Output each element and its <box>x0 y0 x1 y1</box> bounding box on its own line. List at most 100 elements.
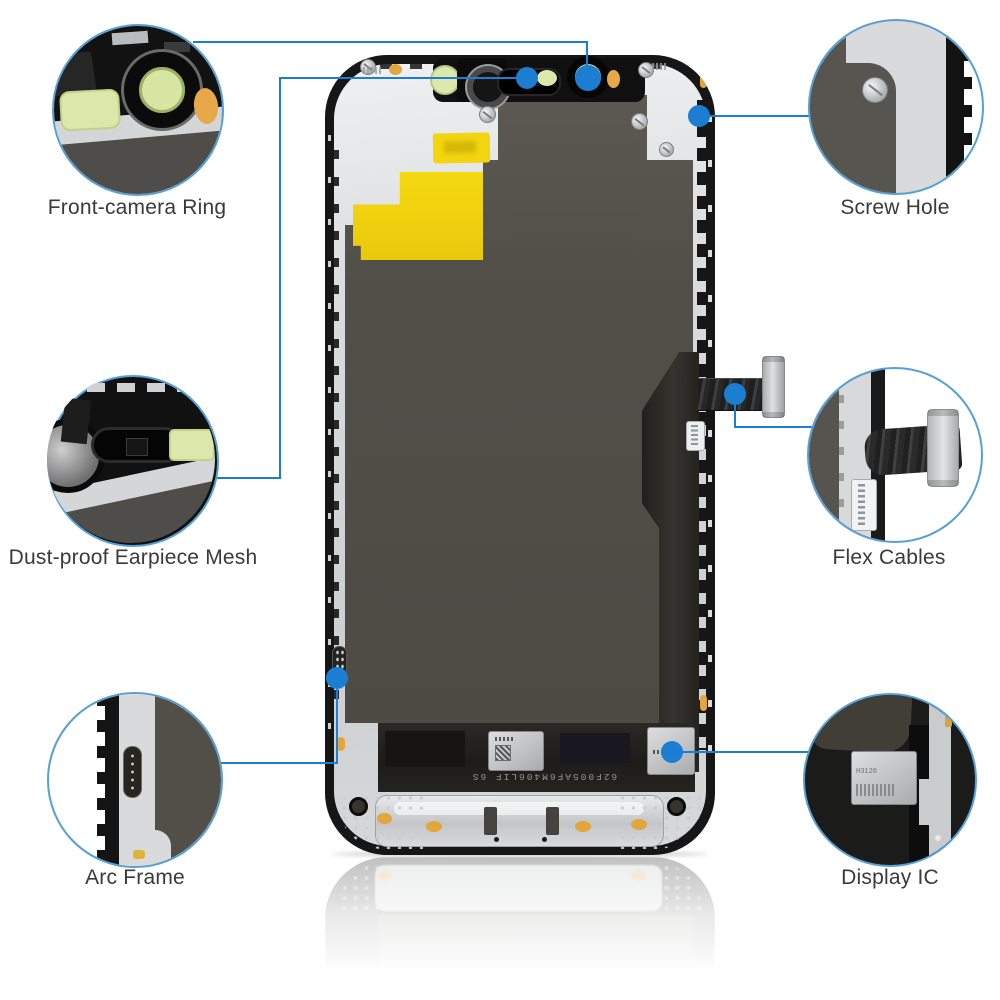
arc-frame-speaker-slot-zoom <box>123 746 142 798</box>
callout-line-arc-v <box>336 678 338 764</box>
adhesive-pad <box>575 821 591 832</box>
strip-dark-block <box>560 733 630 763</box>
zoom-art-silver-step <box>919 779 933 825</box>
zoom-art-yellow-pad <box>945 715 952 727</box>
callout-line-front-camera-h <box>193 41 588 43</box>
bottom-metal-bracket <box>375 795 664 847</box>
bracket-clip <box>484 807 497 835</box>
screw-slot <box>641 66 651 75</box>
screw-slot <box>662 146 671 154</box>
callout-line-flex-v <box>734 394 736 428</box>
screw-hole-bottom-right <box>667 797 686 816</box>
zoom-art-yellow-pad <box>133 850 145 859</box>
etched-stamp <box>652 63 668 70</box>
earpiece-mesh-insert <box>126 438 148 456</box>
zoom-art-silver-corner <box>119 830 171 866</box>
display-ic-chip-zoom: H3126 <box>851 751 917 805</box>
screw-slot <box>634 117 645 126</box>
reflection-fade <box>325 857 715 1000</box>
speaker-slot-holes <box>335 649 344 677</box>
earpiece-circle-art-holder <box>47 375 215 543</box>
kapton-sticker-small <box>432 132 491 164</box>
bracket-rivet <box>494 837 499 842</box>
adhesive-pad <box>700 695 707 711</box>
zoom-art-silver-bracket <box>929 695 951 865</box>
bracket-clip <box>546 807 559 835</box>
zoom-art-frame-black <box>105 694 119 866</box>
connector-cap <box>763 357 784 362</box>
adhesive-pad-oval <box>607 70 620 88</box>
callout-label-front-camera-ring: Front-camera Ring <box>47 196 227 219</box>
zoom-art-green-pad <box>58 88 122 132</box>
connector-cap <box>763 412 784 417</box>
callout-dot-display-ic <box>661 741 683 763</box>
callout-circle-front-camera-ring <box>52 24 224 196</box>
zoom-art-frame-teeth <box>97 694 107 866</box>
chip-code-dots <box>495 737 513 741</box>
screw-hole-bottom-left <box>349 797 368 816</box>
callout-line-earpiece-h1 <box>280 77 527 79</box>
frame-outer-notches-left <box>328 135 331 735</box>
callout-dot-earpiece <box>516 67 538 89</box>
zif-connector-zoom <box>851 479 877 531</box>
zoom-art-tab <box>117 383 135 392</box>
callout-dot-front-camera <box>575 65 601 91</box>
chip-etched-scribble <box>856 784 894 796</box>
adhesive-pad <box>389 64 402 75</box>
callout-dot-flex <box>724 383 746 405</box>
front-camera-ring-zoom <box>124 52 200 128</box>
callout-dot-arc <box>326 667 348 689</box>
screw <box>631 113 648 130</box>
zoom-art-frame-teeth <box>964 21 972 193</box>
callout-circle-flex-cables <box>807 367 983 543</box>
sticker-faint-marking <box>444 141 476 154</box>
speaker-slot-holes <box>127 751 138 793</box>
chip-datamatrix <box>495 745 511 761</box>
connector-cap <box>928 480 958 486</box>
callout-line-flex-h <box>734 426 812 428</box>
phone-reflection <box>325 857 715 1000</box>
zoom-art-tab <box>147 383 165 392</box>
adhesive-pad <box>337 737 345 751</box>
adhesive-pad <box>426 821 442 832</box>
bracket-highlight <box>394 802 644 815</box>
screw <box>638 62 654 78</box>
callout-label-flex-cables: Flex Cables <box>832 546 946 569</box>
screw <box>479 106 496 123</box>
screw-slot <box>867 84 883 96</box>
zoom-art-silver-tab <box>111 30 149 46</box>
zoom-art-dark-tab <box>164 42 190 52</box>
callout-line-screw-hole-h <box>699 115 810 117</box>
callout-circle-screw-hole <box>808 19 984 195</box>
zoom-art-silver-notches <box>839 369 844 541</box>
connector-cap <box>928 410 958 416</box>
callout-line-earpiece-v <box>279 77 281 479</box>
callout-label-earpiece-mesh: Dust-proof Earpiece Mesh <box>8 546 258 569</box>
zif-connector <box>686 421 705 451</box>
callout-circle-arc-frame <box>47 692 223 868</box>
zoom-art-frame-black <box>946 21 964 193</box>
adhesive-pad <box>700 73 707 88</box>
screw <box>659 142 674 157</box>
zoom-art-olive-blob <box>809 695 913 754</box>
zoom-art-tab <box>177 383 195 392</box>
sensor-pad-oval <box>537 70 557 86</box>
callout-label-display-ic: Display IC <box>841 866 939 889</box>
adhesive-pad <box>631 819 647 830</box>
screw-zoom <box>862 77 888 103</box>
zoom-art-white-dot <box>935 835 941 841</box>
flex-stamped-code: 62F005AF6M406LIF 6S <box>470 771 618 782</box>
zif-connector-pins <box>691 425 698 447</box>
earpiece-camera-assembly <box>430 56 645 108</box>
callout-dot-screw-hole <box>688 105 710 127</box>
zoom-art-green-pad <box>169 429 215 461</box>
screw-slot <box>482 110 493 119</box>
callout-label-arc-frame: Arc Frame <box>85 866 185 889</box>
callout-circle-display-ic: H3126 <box>803 693 977 867</box>
zoom-art-bracket-piece <box>60 397 92 445</box>
zoom-art-tab <box>87 383 105 392</box>
frame-outer-notches-right <box>708 115 712 755</box>
callout-label-screw-hole: Screw Hole <box>840 196 950 219</box>
adhesive-pad <box>377 813 392 824</box>
